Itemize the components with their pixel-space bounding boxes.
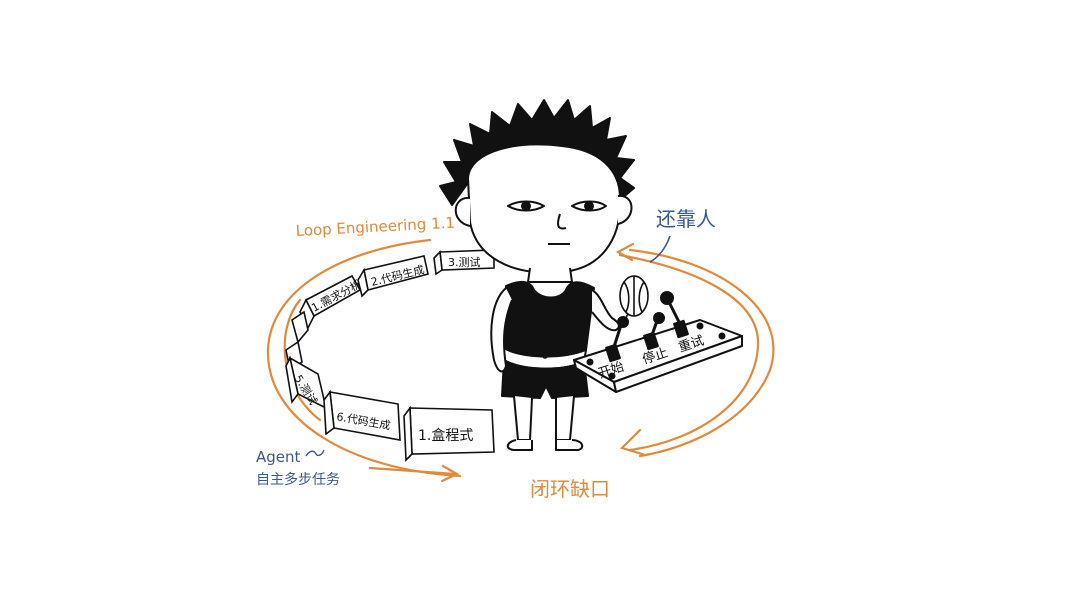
panel-front	[613, 335, 743, 393]
reliant-label: 还靠人	[656, 207, 716, 231]
left-leg	[513, 395, 533, 441]
shorts	[501, 359, 589, 399]
loop-arrow-right-head	[619, 428, 647, 457]
right-foot	[555, 439, 584, 451]
lever-stop[interactable]	[643, 312, 665, 351]
block-2: 2.代码生成	[357, 255, 429, 298]
loop-arc-right	[618, 253, 760, 452]
left-ear	[454, 196, 471, 227]
right-pupil	[584, 201, 594, 211]
right-leg	[555, 395, 575, 441]
loop-arc-left	[266, 238, 462, 478]
neck	[527, 267, 573, 283]
control-panel: 开始 停止 重试	[573, 291, 743, 393]
screw-1	[586, 358, 594, 366]
loop-arrow-top-head	[615, 242, 635, 262]
lever-retry[interactable]	[660, 291, 689, 339]
button-retry-label: 重试	[676, 333, 706, 356]
loop-arc-left-inner	[283, 298, 322, 422]
right-ear	[617, 194, 633, 225]
right-arm	[591, 289, 620, 332]
block-5: 5.测试	[285, 355, 328, 410]
block-6: 6.代码生成	[323, 389, 401, 441]
nose	[557, 213, 567, 230]
lever-start[interactable]	[605, 316, 629, 363]
left-pupil	[521, 201, 531, 211]
character	[439, 99, 635, 451]
block-7-label: 1.盒程式	[418, 427, 473, 444]
loop-arrow-bottom	[368, 466, 457, 476]
loop-arc-right-outer	[628, 248, 775, 458]
reliant-pointer	[649, 235, 671, 263]
screw-2	[696, 322, 704, 330]
loop-engineering-title: Loop Engineering 1.1	[295, 214, 455, 240]
screw-3	[718, 332, 726, 340]
block-7: 1.盒程式	[403, 405, 495, 462]
block-ring: 1.需求分析 2.代码生成 3.测试 5.测试	[285, 249, 495, 462]
block-left-a	[291, 310, 309, 344]
navel	[542, 353, 548, 359]
left-arm	[490, 287, 513, 373]
block-1: 1.需求分析	[299, 274, 364, 330]
screw-4	[608, 372, 616, 380]
agent-label: Agent	[256, 448, 301, 466]
agent-squiggle	[305, 449, 325, 457]
gap-label: 闭环缺口	[530, 477, 610, 501]
loop-arrow-bottom-head	[440, 464, 460, 483]
loop-arrows	[266, 238, 775, 483]
tank-top	[503, 280, 595, 358]
agent-desc: 自主多步任务	[256, 471, 340, 488]
left-foot	[506, 439, 533, 451]
block-3: 3.测试	[433, 249, 495, 276]
block-3-label: 3.测试	[448, 256, 481, 269]
button-stop-label: 停止	[640, 345, 670, 368]
